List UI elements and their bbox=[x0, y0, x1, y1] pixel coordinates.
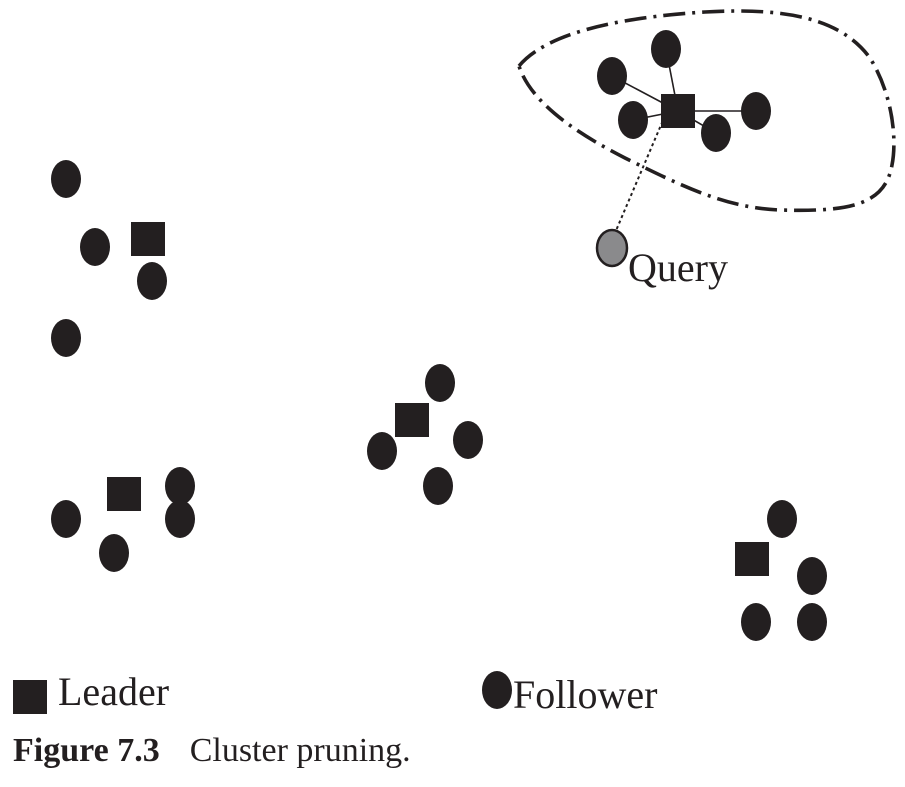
follower-dot bbox=[741, 603, 771, 641]
query-label: Query bbox=[628, 245, 728, 290]
follower-dot bbox=[165, 500, 195, 538]
legend: Leader Follower bbox=[13, 669, 657, 717]
follower-dot bbox=[797, 557, 827, 595]
follower-dot bbox=[99, 534, 129, 572]
cluster-lower-left bbox=[51, 467, 195, 572]
legend-leader-square bbox=[13, 680, 47, 714]
follower-dot bbox=[701, 114, 731, 152]
follower-dot bbox=[741, 92, 771, 130]
follower-dot bbox=[767, 500, 797, 538]
query-point bbox=[595, 228, 629, 268]
follower-dot bbox=[51, 160, 81, 198]
follower-dot bbox=[165, 467, 195, 505]
figure-caption: Figure 7.3 Cluster pruning. bbox=[13, 732, 411, 770]
follower-dot bbox=[797, 603, 827, 641]
cluster-upper-left bbox=[51, 160, 167, 357]
follower-dot bbox=[51, 500, 81, 538]
legend-leader-label: Leader bbox=[58, 669, 169, 714]
query-cluster-boundary bbox=[517, 9, 896, 213]
follower-dot bbox=[453, 421, 483, 459]
follower-dot bbox=[651, 30, 681, 68]
cluster-center bbox=[367, 364, 483, 505]
leader-square bbox=[131, 222, 165, 256]
query-to-leader-link bbox=[611, 117, 665, 241]
follower-dot bbox=[137, 262, 167, 300]
follower-dot bbox=[618, 101, 648, 139]
follower-dot bbox=[80, 228, 110, 266]
caption-text: Cluster pruning. bbox=[189, 732, 411, 769]
follower-dot bbox=[423, 467, 453, 505]
cluster-top-right bbox=[597, 30, 771, 152]
follower-dot bbox=[425, 364, 455, 402]
legend-follower-label: Follower bbox=[513, 672, 657, 717]
follower-dot bbox=[597, 57, 627, 95]
cluster-lower-right bbox=[735, 500, 827, 641]
follower-dot bbox=[51, 319, 81, 357]
figure-number: Figure 7.3 bbox=[13, 732, 160, 769]
leader-square bbox=[661, 94, 695, 128]
follower-dot bbox=[367, 432, 397, 470]
legend-follower-dot bbox=[482, 671, 512, 709]
leader-square bbox=[107, 477, 141, 511]
leader-square bbox=[735, 542, 769, 576]
leader-square bbox=[395, 403, 429, 437]
